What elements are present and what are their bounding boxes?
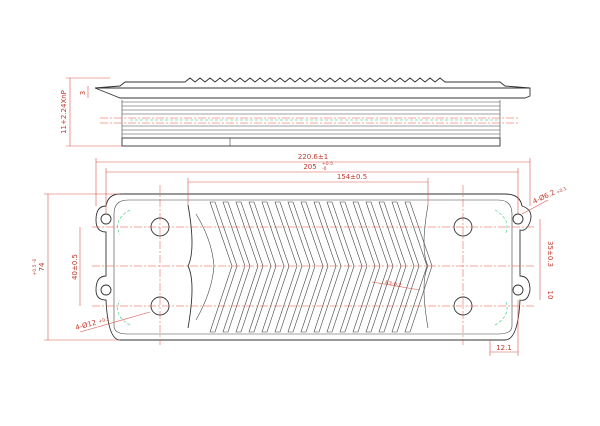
mount-hole-bottom-left bbox=[100, 284, 112, 296]
label-outer-pitch: 205 bbox=[303, 163, 316, 171]
label-bottom-right: 12.1 bbox=[496, 344, 512, 352]
chevron-rib bbox=[404, 201, 433, 333]
label-mount-holes-tol: +0.1 bbox=[555, 186, 568, 196]
hidden-arc bbox=[494, 299, 508, 326]
label-port-holes-tol: +0.2 bbox=[98, 316, 110, 325]
label-right-bottom: 10 bbox=[546, 291, 554, 300]
label-overall-length: 220.6±1 bbox=[298, 153, 328, 161]
hidden-arc bbox=[117, 299, 131, 326]
side-view-top-profile bbox=[94, 77, 531, 89]
hidden-arc bbox=[494, 209, 508, 236]
label-outer-pitch-tol-lower: -0 bbox=[322, 166, 327, 172]
side-view-top-line bbox=[94, 87, 531, 99]
plate-view: 220.6±1 205 +0.5 -0 154±0.5 74 +0.5 -0 4… bbox=[32, 153, 568, 356]
label-overall-height: 74 bbox=[38, 262, 46, 271]
label-overall-height-tol: +0.5 -0 bbox=[32, 258, 38, 275]
chevron-rib bbox=[222, 201, 251, 333]
chevron-rib bbox=[274, 201, 303, 333]
right-flow-boss bbox=[423, 204, 429, 329]
hidden-arc bbox=[117, 209, 131, 236]
mount-hole-bottom-right bbox=[512, 284, 524, 296]
label-outer-pitch-tol-upper: +0.5 bbox=[322, 161, 333, 167]
label-right-hole-spacing: 35±0.3 bbox=[546, 241, 554, 267]
label-inner-length: 154±0.5 bbox=[337, 173, 367, 181]
leader-port-holes bbox=[79, 311, 151, 333]
side-view-thickness-label: 3 bbox=[79, 91, 87, 95]
label-port-holes: 4-Ø12 bbox=[74, 319, 97, 332]
left-flow-boss-inner bbox=[195, 213, 215, 321]
plate-inner-outline bbox=[113, 199, 513, 335]
label-mount-holes: 4-Ø6.2 bbox=[531, 189, 556, 206]
leader-mount-holes bbox=[521, 199, 549, 215]
side-view-base-plate bbox=[121, 137, 501, 147]
leader-small-mark bbox=[371, 281, 421, 291]
mount-hole-top-right bbox=[512, 213, 524, 225]
left-flow-boss bbox=[187, 204, 193, 329]
side-view: 11+2.24XnP 3 bbox=[60, 77, 531, 147]
mount-hole-top-left bbox=[100, 213, 112, 225]
plate-outline bbox=[95, 193, 532, 341]
side-view-height-label: 11+2.24XnP bbox=[60, 90, 68, 134]
label-left-hole-spacing: 40±0.5 bbox=[71, 254, 79, 280]
chevron-pattern bbox=[209, 201, 433, 333]
label-small-mark: R3-0.2 bbox=[385, 280, 402, 289]
